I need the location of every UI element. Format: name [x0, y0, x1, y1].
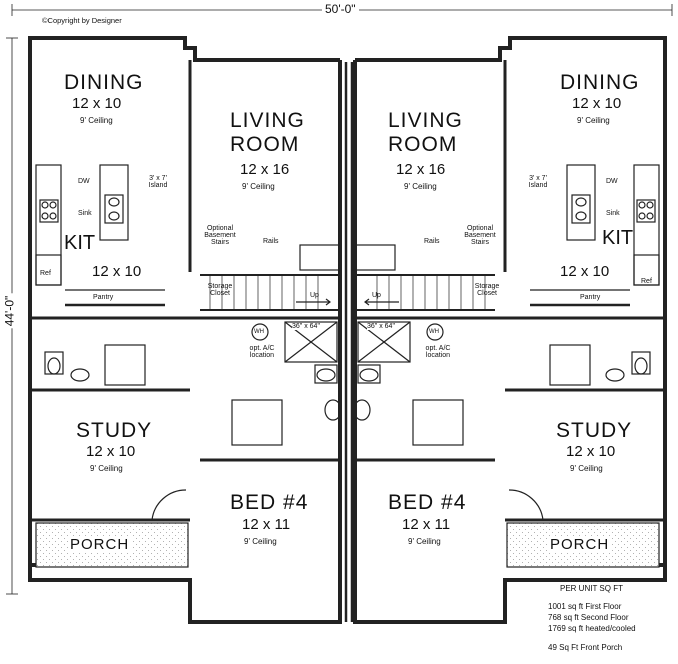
sink-label-left: Sink	[78, 210, 92, 217]
dimension-lines	[6, 4, 673, 595]
bed-label-right: BED #4	[388, 491, 467, 514]
bed-ceiling-right: 9' Ceiling	[408, 537, 441, 546]
up-label-left: Up	[310, 292, 319, 299]
wh-label-left: WH	[254, 329, 264, 335]
left-unit	[28, 36, 342, 624]
dining-ceiling-right: 9' Ceiling	[577, 116, 610, 125]
dw-label-left: DW	[78, 178, 90, 185]
living-ceiling-left: 9' Ceiling	[242, 182, 275, 191]
storage-note-right: Storage Closet	[474, 283, 500, 297]
living-label-right-2: ROOM	[388, 133, 458, 156]
study-label-left: STUDY	[76, 419, 153, 442]
living-label-left-2: ROOM	[230, 133, 300, 156]
bed-ceiling-left: 9' Ceiling	[244, 537, 277, 546]
study-dim-left: 12 x 10	[86, 443, 136, 460]
ref-label-right: Ref	[641, 278, 652, 285]
up-label-right: Up	[372, 292, 381, 299]
kit-dim-left: 12 x 10	[92, 263, 142, 280]
rails-label-left: Rails	[263, 238, 279, 245]
study-ceiling-right: 9' Ceiling	[570, 464, 603, 473]
sink-label-right: Sink	[606, 210, 620, 217]
storage-note-left: Storage Closet	[207, 283, 233, 297]
porch-label-right: PORCH	[548, 536, 612, 553]
study-label-right: STUDY	[556, 419, 633, 442]
wh-label-right: WH	[429, 329, 439, 335]
kit-label-left: KIT	[64, 232, 96, 254]
ac-note-left: opt. A/C location	[249, 345, 275, 359]
basement-note-left: Optional Basement Stairs	[204, 225, 236, 246]
attic-label-left: 36" x 64"	[292, 323, 320, 330]
dining-label-right: DINING	[560, 71, 640, 94]
living-ceiling-right: 9' Ceiling	[404, 182, 437, 191]
dining-ceiling-left: 9' Ceiling	[80, 116, 113, 125]
pantry-label-right: Pantry	[580, 294, 601, 301]
bed-label-left: BED #4	[230, 491, 309, 514]
sqft-porch: 49 Sq Ft Front Porch	[548, 643, 623, 652]
island-label-right: 3' x 7' Island	[528, 175, 548, 189]
sqft-header: PER UNIT SQ FT	[560, 584, 623, 593]
living-label-right-1: LIVING	[388, 109, 463, 132]
bed-dim-right: 12 x 11	[402, 516, 451, 533]
dw-label-right: DW	[606, 178, 618, 185]
party-wall	[344, 62, 354, 622]
dining-label-left: DINING	[64, 71, 144, 94]
rails-label-right: Rails	[424, 238, 440, 245]
sqft-second-floor: 768 sq ft Second Floor	[548, 613, 629, 622]
kit-dim-right: 12 x 10	[560, 263, 610, 280]
overall-depth-label: 44'-0"	[2, 293, 17, 329]
pantry-label-left: Pantry	[93, 294, 114, 301]
living-label-left-1: LIVING	[230, 109, 305, 132]
dining-dim-right: 12 x 10	[572, 95, 622, 112]
porch-label-left: PORCH	[68, 536, 132, 553]
copyright-text: ©Copyright by Designer	[42, 16, 122, 25]
study-dim-right: 12 x 10	[566, 443, 616, 460]
attic-label-right: 36" x 64"	[367, 323, 395, 330]
island-label-left: 3' x 7' Island	[148, 175, 168, 189]
kit-label-right: KIT	[602, 227, 634, 249]
overall-width-label: 50'-0"	[322, 3, 359, 15]
sqft-heated: 1769 sq ft heated/cooled	[548, 624, 636, 633]
sqft-first-floor: 1001 sq ft First Floor	[548, 602, 622, 611]
bed-dim-left: 12 x 11	[242, 516, 291, 533]
study-ceiling-left: 9' Ceiling	[90, 464, 123, 473]
living-dim-left: 12 x 16	[240, 161, 290, 178]
basement-note-right: Optional Basement Stairs	[464, 225, 496, 246]
ac-note-right: opt. A/C location	[425, 345, 451, 359]
dining-dim-left: 12 x 10	[72, 95, 122, 112]
living-dim-right: 12 x 16	[396, 161, 446, 178]
ref-label-left: Ref	[40, 270, 51, 277]
